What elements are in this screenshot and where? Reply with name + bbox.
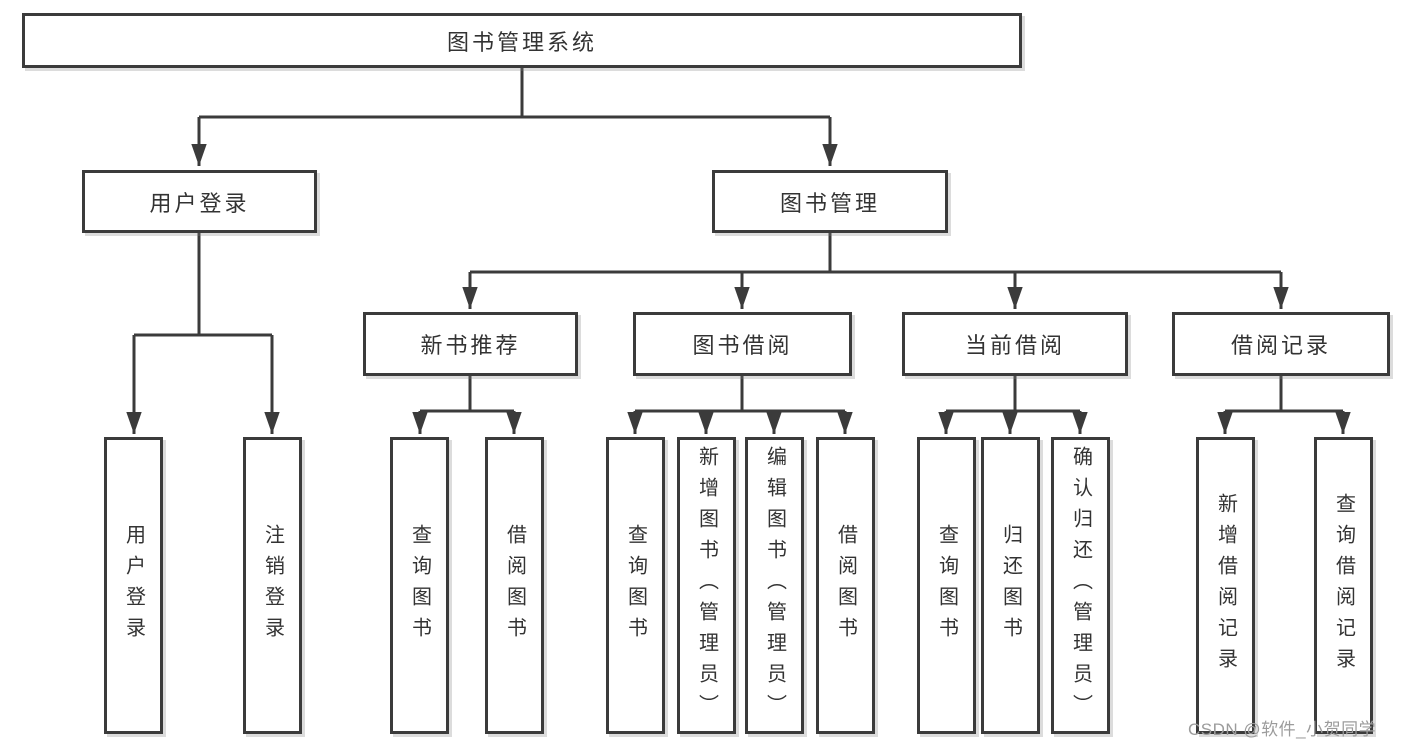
leaf-edit-book-admin-label: 编辑图书（管理员） — [763, 446, 786, 725]
leaf-add-book-admin: 新增图书（管理员） — [677, 437, 736, 734]
watermark-csdn: CSDN @软件_小贺同学 — [1188, 720, 1377, 739]
leaf-add-borrow-record: 新增借阅记录 — [1196, 437, 1255, 734]
leaf-return-book: 归还图书 — [981, 437, 1040, 734]
node-library-management-system: 图书管理系统 — [22, 13, 1022, 68]
leaf-logout: 注销登录 — [243, 437, 302, 734]
leaf-query-borrow-record: 查询借阅记录 — [1314, 437, 1373, 734]
leaf-user-login-label: 用户登录 — [122, 523, 145, 648]
leaf-query-book-borrow-label: 查询图书 — [624, 523, 647, 648]
leaf-user-login: 用户登录 — [104, 437, 163, 734]
leaf-borrow-book-recommend: 借阅图书 — [485, 437, 544, 734]
node-book-management: 图书管理 — [712, 170, 948, 233]
leaf-query-book-current-label: 查询图书 — [935, 523, 958, 648]
leaf-query-book-recommend-label: 查询图书 — [408, 523, 431, 648]
leaf-query-borrow-record-label: 查询借阅记录 — [1332, 492, 1355, 679]
leaf-query-book-recommend: 查询图书 — [390, 437, 449, 734]
node-current-borrow: 当前借阅 — [902, 312, 1128, 376]
node-borrow-record: 借阅记录 — [1172, 312, 1390, 376]
leaf-borrow-book: 借阅图书 — [816, 437, 875, 734]
node-user-login: 用户登录 — [82, 170, 317, 233]
leaf-confirm-return-admin-label: 确认归还（管理员） — [1069, 446, 1092, 725]
node-book-borrow: 图书借阅 — [633, 312, 852, 376]
node-new-book-recommend: 新书推荐 — [363, 312, 578, 376]
leaf-query-book-current: 查询图书 — [917, 437, 976, 734]
leaf-add-book-admin-label: 新增图书（管理员） — [695, 446, 718, 725]
leaf-edit-book-admin: 编辑图书（管理员） — [745, 437, 804, 734]
leaf-borrow-book-recommend-label: 借阅图书 — [503, 523, 526, 648]
leaf-borrow-book-label: 借阅图书 — [834, 523, 857, 648]
leaf-query-book-borrow: 查询图书 — [606, 437, 665, 734]
leaf-logout-label: 注销登录 — [261, 523, 284, 648]
leaf-return-book-label: 归还图书 — [999, 523, 1022, 648]
leaf-add-borrow-record-label: 新增借阅记录 — [1214, 492, 1237, 679]
leaf-confirm-return-admin: 确认归还（管理员） — [1051, 437, 1110, 734]
